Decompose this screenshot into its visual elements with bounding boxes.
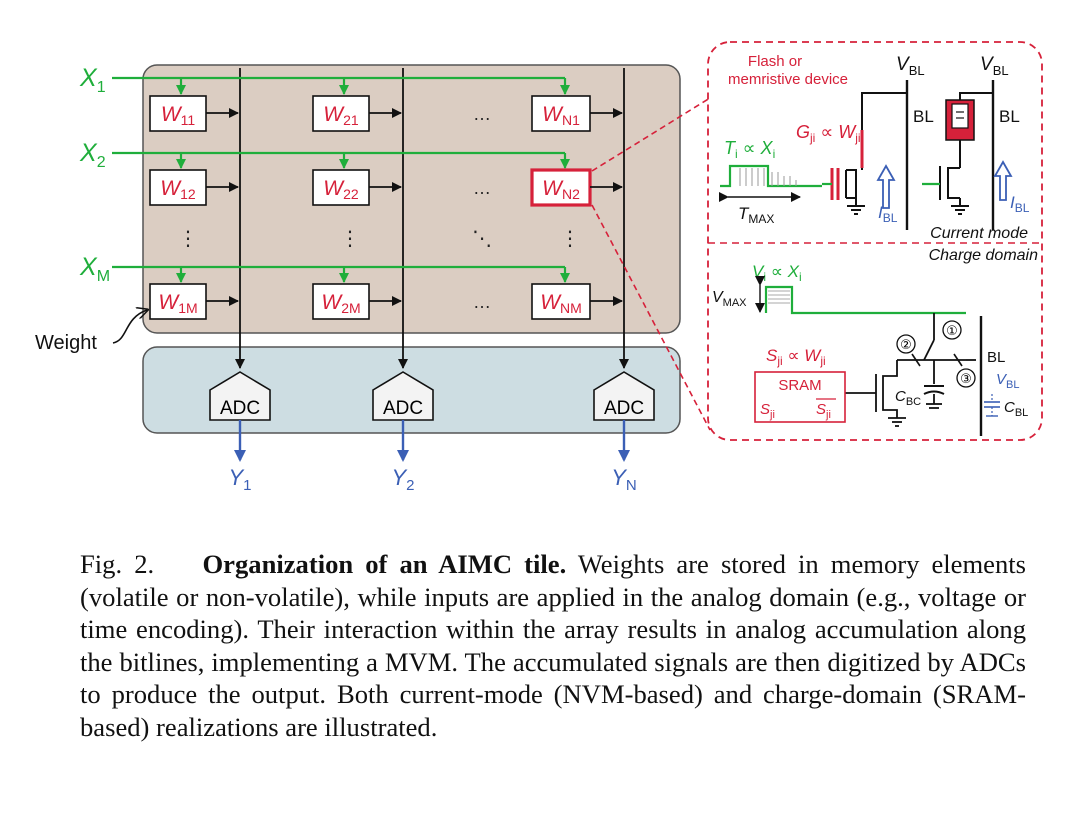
adcs: ADC ADC ADC: [209, 371, 655, 421]
g-relation: Gji ∝ Wji: [796, 122, 861, 145]
svg-text:W12: W12: [160, 177, 196, 202]
weight-cell-w1m: [149, 283, 207, 320]
svg-text:⋮: ⋮: [340, 228, 360, 250]
svg-text:W21: W21: [323, 103, 359, 128]
svg-text:ADC: ADC: [383, 398, 423, 419]
svg-text:⋮: ⋮: [560, 228, 580, 250]
svg-text:…: …: [473, 292, 491, 312]
svg-text:W11: W11: [161, 103, 196, 128]
array-background: [142, 64, 681, 334]
voltage-pulse: [764, 285, 966, 315]
output-arrows: [234, 420, 630, 462]
svg-text:WN1: WN1: [542, 103, 580, 128]
current-mode-label: Current mode: [930, 225, 1028, 242]
input-label-x1: X1: [79, 64, 106, 96]
caption-title: Organization of an AIMC tile.: [202, 549, 567, 579]
s-relation: Sji ∝ Wji: [766, 346, 826, 368]
adc-1: [209, 371, 271, 421]
svg-text:BL: BL: [913, 107, 934, 126]
svg-text:ADC: ADC: [604, 398, 644, 419]
input-lines: [112, 76, 570, 283]
svg-text:BL: BL: [999, 107, 1020, 126]
svg-text:W1M: W1M: [158, 291, 197, 316]
svg-text:Sji: Sji: [816, 401, 831, 421]
svg-text:…: …: [473, 104, 491, 124]
output-label-yn: YN: [611, 465, 637, 494]
tmax-label: TMAX: [738, 204, 774, 226]
ibl-arrow-1: [876, 164, 896, 209]
zoom-lines: [591, 97, 711, 431]
svg-text:②: ②: [900, 337, 912, 352]
vmax-label: VMAX: [712, 289, 747, 309]
cbl-label: CBL: [1004, 399, 1028, 419]
svg-text:W2M: W2M: [321, 291, 360, 316]
svg-text:①: ①: [946, 323, 958, 338]
svg-text:WNM: WNM: [540, 291, 582, 316]
charge-domain-label: Charge domain: [929, 247, 1039, 264]
memristor: [945, 99, 975, 141]
svg-text:W22: W22: [323, 177, 359, 202]
svg-text:Sji: Sji: [760, 401, 775, 421]
figure-caption: Fig. 2. Organization of an AIMC tile. We…: [80, 548, 1026, 743]
svg-text:SRAM: SRAM: [778, 377, 821, 394]
svg-text:WN2: WN2: [542, 177, 580, 202]
svg-text:IBL: IBL: [1010, 193, 1030, 215]
svg-text:③: ③: [960, 371, 972, 386]
svg-text:ADC: ADC: [220, 398, 260, 419]
svg-text:⋱: ⋱: [472, 228, 492, 250]
input-label-xm: XM: [79, 253, 110, 285]
ibl-arrow-2: [993, 160, 1013, 201]
t-relation: Ti ∝ Xi: [724, 138, 775, 161]
sram-cell: [754, 371, 846, 423]
time-pulse: [720, 164, 822, 188]
output-label-y1: Y1: [228, 465, 251, 494]
device-label-line1: Flash or: [748, 53, 802, 70]
output-label-y2: Y2: [391, 465, 414, 494]
vbl-label-1: VBL: [896, 54, 925, 78]
svg-text:…: …: [473, 178, 491, 198]
vbl-label-charge: VBL: [996, 371, 1019, 391]
cbc-label: CBC: [895, 388, 921, 408]
select-transistor: [922, 166, 969, 215]
weight-cell-w2m: [312, 283, 370, 320]
input-label-x2: X2: [79, 139, 106, 171]
weight-pointer: [112, 310, 147, 344]
inset-panel: Flash or memristive device VBL VBL BL Gj…: [707, 41, 1043, 441]
weight-cell-wnm: [531, 283, 591, 320]
aimc-tile-figure: X1 X2 XM W11 W21 WN1 W12 W22 WN2 W1M W2M…: [35, 41, 1043, 494]
v-relation: Vi ∝ Xi: [752, 262, 802, 284]
svg-text:⋮: ⋮: [178, 228, 198, 250]
svg-text:BL: BL: [987, 349, 1005, 366]
caption-fig-label: Fig. 2.: [80, 549, 155, 579]
ellipses: … … … ⋮ ⋮ ⋱ ⋮: [178, 104, 580, 312]
flash-transistor: [822, 168, 865, 215]
adc-n: [593, 371, 655, 421]
weight-label: Weight: [35, 332, 97, 354]
bitlines: [235, 68, 629, 369]
weight-cells: W11 W21 WN1 W12 W22 WN2 W1M W2M WNM: [149, 95, 623, 320]
device-label-line2: memristive device: [728, 71, 848, 88]
adc-2: [372, 371, 434, 421]
vbl-label-2: VBL: [980, 54, 1009, 78]
caption-body: Weights are stored in memory elements (v…: [80, 549, 1027, 742]
svg-text:IBL: IBL: [878, 203, 898, 225]
